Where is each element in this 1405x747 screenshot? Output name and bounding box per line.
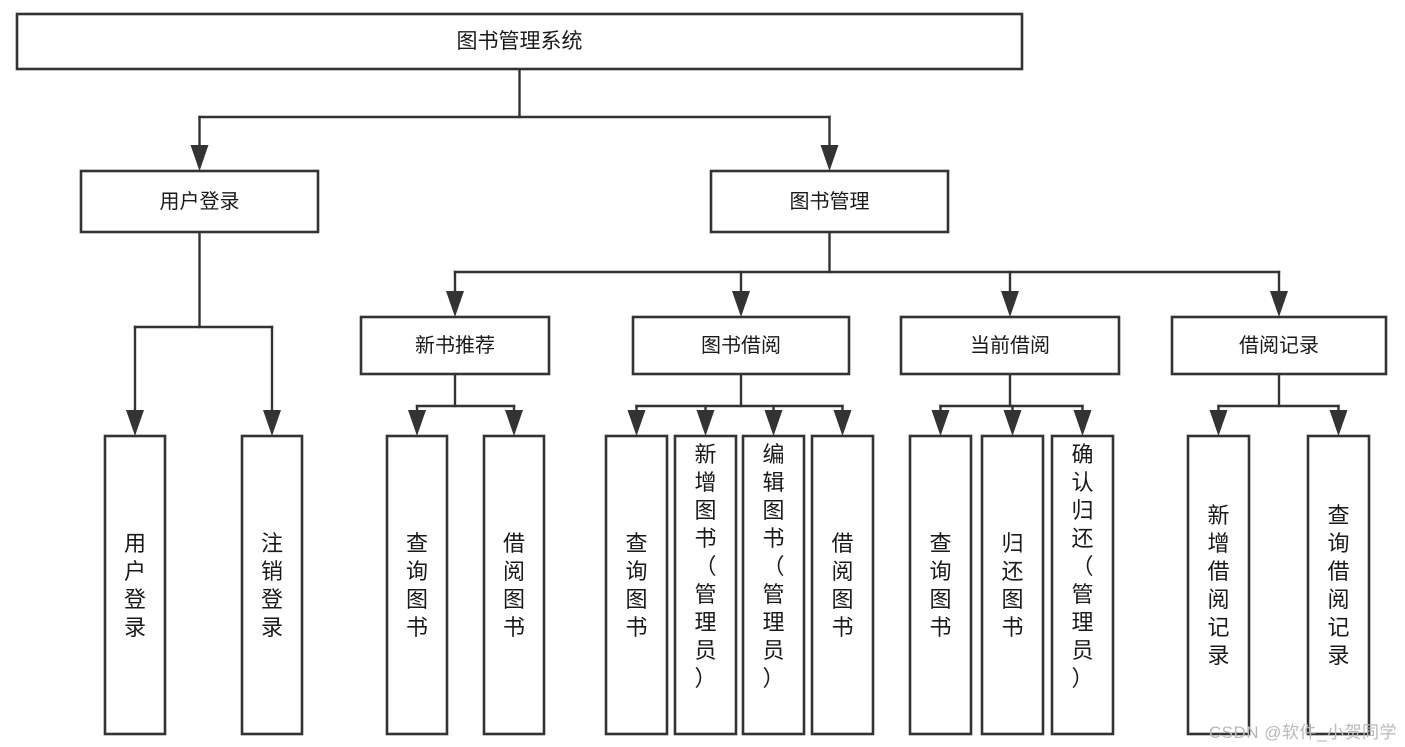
leaf-box[interactable] — [604, 434, 669, 736]
current-borrow-arrow-0 — [931, 410, 950, 436]
root-node-box[interactable] — [15, 12, 1024, 71]
leaf-box[interactable] — [1306, 434, 1371, 736]
root-arrow-0 — [190, 145, 209, 171]
borrow-record-arrow-1 — [1329, 410, 1348, 436]
leaf-box[interactable] — [103, 434, 167, 736]
csdn-watermark: CSDN @软件_小贺同学 — [1208, 723, 1397, 742]
book-borrow-arrow-0 — [627, 410, 646, 436]
node-book-borrow-box[interactable] — [631, 315, 851, 376]
leaf-box[interactable] — [673, 434, 738, 736]
node-user-login-box[interactable] — [79, 169, 320, 234]
leaf-label: 用户登录 — [124, 531, 146, 640]
node-new-book-recommend-label: 新书推荐 — [415, 334, 495, 357]
book-borrow-arrow-2 — [764, 410, 783, 436]
leaf-box[interactable] — [1186, 434, 1251, 736]
current-borrow-arrow-2 — [1073, 410, 1092, 436]
leaf-label: 注销登录 — [261, 531, 283, 640]
leaf-label: 查询图书 — [406, 531, 428, 640]
leaf-label: 新增借阅记录 — [1207, 503, 1229, 668]
current-borrow-arrow-1 — [1003, 410, 1022, 436]
leaf-box[interactable] — [908, 434, 973, 736]
book-manage-arrow-3 — [1270, 291, 1288, 317]
node-book-manage-label: 图书管理 — [790, 190, 870, 213]
new-book-rec-arrow-0 — [408, 410, 426, 436]
node-book-borrow-label: 图书借阅 — [701, 334, 781, 357]
leaf-label: 查询借阅记录 — [1327, 503, 1349, 668]
node-current-borrow-box[interactable] — [899, 315, 1121, 376]
leaf-box[interactable] — [1050, 434, 1115, 736]
user-login-arrow-1 — [263, 410, 281, 436]
leaf-label: 借阅图书 — [503, 531, 525, 640]
node-box-layer: 图书管理系统用户登录图书管理新书推荐图书借阅当前借阅借阅记录用户登录注销登录查询… — [15, 12, 1388, 736]
node-new-book-recommend-box[interactable] — [359, 315, 551, 376]
book-manage-arrow-1 — [732, 291, 750, 317]
leaf-label: 查询图书 — [625, 531, 647, 640]
node-book-manage-box[interactable] — [709, 169, 950, 234]
leaf-label: 借阅图书 — [831, 531, 853, 640]
book-manage-arrow-2 — [1001, 291, 1019, 317]
root-node-label: 图书管理系统 — [457, 30, 583, 53]
node-borrow-record-label: 借阅记录 — [1239, 334, 1319, 357]
book-borrow-arrow-3 — [833, 410, 852, 436]
book-borrow-arrow-1 — [696, 410, 715, 436]
leaf-label: 查询图书 — [929, 531, 951, 640]
connector-layer — [126, 67, 1348, 436]
leaf-label: 编辑图书（管理员） — [762, 442, 784, 691]
leaf-box[interactable] — [482, 434, 546, 736]
leaf-box[interactable] — [385, 434, 449, 736]
leaf-box[interactable] — [240, 434, 304, 736]
leaf-box[interactable] — [741, 434, 806, 736]
leaf-box[interactable] — [980, 434, 1045, 736]
new-book-rec-arrow-1 — [505, 410, 523, 436]
leaf-label: 新增图书（管理员） — [694, 442, 716, 691]
node-borrow-record-box[interactable] — [1170, 315, 1388, 376]
leaf-label: 归还图书 — [1001, 531, 1023, 640]
borrow-record-arrow-0 — [1209, 410, 1228, 436]
node-user-login-label: 用户登录 — [160, 190, 240, 213]
leaf-label: 确认归还（管理员） — [1071, 442, 1093, 691]
user-login-arrow-0 — [126, 410, 144, 436]
book-manage-arrow-0 — [446, 291, 464, 317]
leaf-box[interactable] — [810, 434, 875, 736]
node-current-borrow-label: 当前借阅 — [970, 334, 1050, 357]
root-arrow-1 — [820, 145, 839, 171]
